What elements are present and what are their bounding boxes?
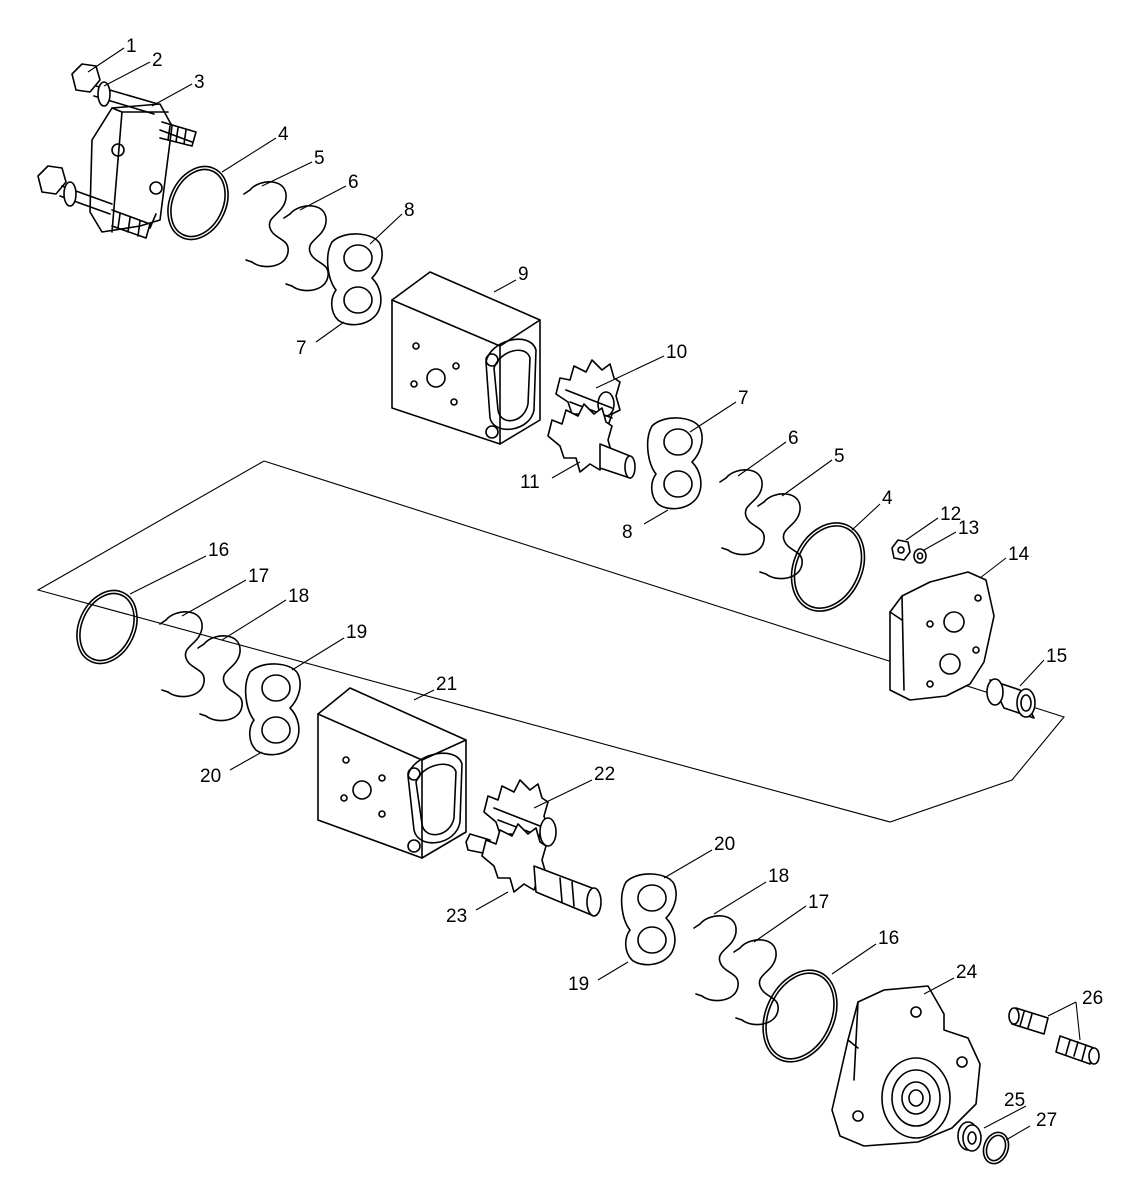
callout-26: 26 — [1082, 988, 1103, 1009]
callout-13: 13 — [958, 518, 979, 539]
part-18-seal-clip-rear — [693, 915, 739, 1002]
callout-24: 24 — [956, 962, 978, 983]
callout-17-rear: 17 — [808, 892, 829, 913]
part-21-pump-body — [317, 687, 467, 859]
callout-12: 12 — [940, 504, 961, 525]
part-8-bearing-plate — [326, 233, 383, 326]
callout-14: 14 — [1008, 544, 1030, 565]
part-16-o-ring — [76, 589, 138, 665]
callout-22: 22 — [594, 764, 615, 785]
callout-18: 18 — [288, 586, 309, 607]
callout-16-rear: 16 — [878, 928, 899, 949]
callout-19: 19 — [346, 622, 367, 643]
callout-16: 16 — [208, 540, 229, 561]
part-3-cover-plate — [89, 103, 197, 239]
callout-27: 27 — [1036, 1110, 1057, 1131]
part-6-seal-clip — [283, 205, 329, 292]
part-26-studs — [1008, 1007, 1100, 1065]
callout-4: 4 — [278, 124, 289, 145]
callout-labels: 1 2 3 4 5 6 8 7 9 10 11 7 6 5 8 4 12 13 … — [126, 36, 1103, 1131]
callout-8: 8 — [404, 200, 415, 221]
callout-9: 9 — [518, 264, 529, 285]
callout-20-rear: 20 — [714, 834, 735, 855]
callout-17: 17 — [248, 566, 269, 587]
callout-4-rear: 4 — [882, 488, 893, 509]
part-17-seal-clip-rear — [733, 939, 779, 1026]
callout-10: 10 — [666, 342, 687, 363]
part-9-pump-body — [391, 271, 541, 445]
part-12-nut — [891, 539, 911, 561]
part-4-o-ring-rear — [790, 522, 866, 612]
part-6-seal-clip-rear — [719, 469, 765, 556]
callout-25: 25 — [1004, 1090, 1025, 1111]
callout-5-rear: 5 — [834, 446, 845, 467]
part-23-drive-shaft-gear — [465, 823, 602, 917]
callout-19-rear: 19 — [568, 974, 589, 995]
callout-5: 5 — [314, 148, 325, 169]
part-20-bearing-plate — [620, 873, 677, 966]
part-4-o-ring — [167, 165, 229, 241]
callout-1: 1 — [126, 36, 137, 57]
part-11-driven-gear — [547, 403, 636, 479]
callout-6-rear: 6 — [788, 428, 799, 449]
callout-3: 3 — [194, 72, 205, 93]
part-19-bearing-plate — [244, 663, 301, 756]
callout-7-rear: 7 — [738, 388, 749, 409]
callout-7: 7 — [296, 338, 307, 359]
part-5-seal-clip — [243, 181, 289, 268]
part-15-coupling — [986, 678, 1036, 719]
callout-23: 23 — [446, 906, 467, 927]
callout-20: 20 — [200, 766, 221, 787]
callout-21: 21 — [436, 674, 457, 695]
part-7-bearing-plate — [646, 417, 703, 510]
callout-11: 11 — [520, 472, 540, 493]
part-24-mounting-flange — [831, 985, 981, 1147]
callout-2: 2 — [152, 50, 163, 71]
part-14-rear-cover — [889, 571, 995, 701]
callout-6: 6 — [348, 172, 359, 193]
leader-lines — [87, 47, 1081, 1141]
callout-18-rear: 18 — [768, 866, 789, 887]
callout-8-rear: 8 — [622, 522, 633, 543]
part-16-o-ring-rear — [762, 969, 838, 1063]
part-27-snap-ring — [982, 1131, 1010, 1165]
part-25-shaft-seal — [957, 1121, 982, 1152]
part-1-bolt — [37, 63, 159, 215]
callout-15: 15 — [1046, 646, 1067, 667]
part-13-washer — [913, 548, 927, 564]
